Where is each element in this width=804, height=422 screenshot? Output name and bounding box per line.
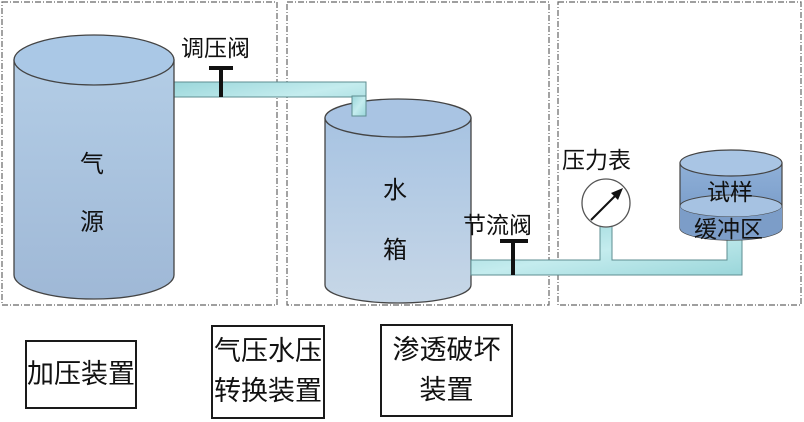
- water-tank-label-2: 箱: [383, 236, 407, 264]
- pipe-tank-to-sample: [470, 224, 743, 276]
- section-label-line: 加压装置: [27, 358, 135, 390]
- section-border-seepage: [557, 1, 802, 306]
- section-label-line: 装置: [419, 374, 474, 406]
- pressure-valve-icon: [209, 66, 233, 97]
- pressure-gauge-label: 压力表: [562, 148, 631, 174]
- pipe-into-tank: [351, 95, 367, 117]
- pressure-valve-label: 调压阀: [181, 36, 250, 62]
- section-label-conversion: 气压水压 转换装置: [211, 325, 325, 419]
- throttle-valve-label: 节流阀: [463, 213, 532, 239]
- section-border-conversion: [286, 1, 550, 306]
- pressure-gauge-icon: [581, 178, 631, 228]
- section-label-seepage: 渗透破坏 装置: [380, 324, 513, 417]
- section-label-line: 气压水压: [214, 336, 322, 367]
- gas-source-cylinder: [13, 34, 175, 300]
- buffer-label: 缓冲区: [694, 217, 763, 243]
- sample-chamber-cylinder: [679, 149, 783, 241]
- section-label-pressurizing: 加压装置: [25, 340, 137, 409]
- gas-source-label-2: 源: [80, 208, 104, 236]
- section-border-pressurizing: [1, 1, 278, 306]
- sample-label: 试样: [707, 180, 753, 206]
- section-label-line: 渗透破坏: [392, 334, 501, 366]
- water-tank-label-1: 水: [383, 176, 407, 204]
- throttle-valve-icon: [500, 239, 528, 275]
- section-label-line: 转换装置: [214, 376, 322, 407]
- gas-source-label-1: 气: [80, 150, 104, 178]
